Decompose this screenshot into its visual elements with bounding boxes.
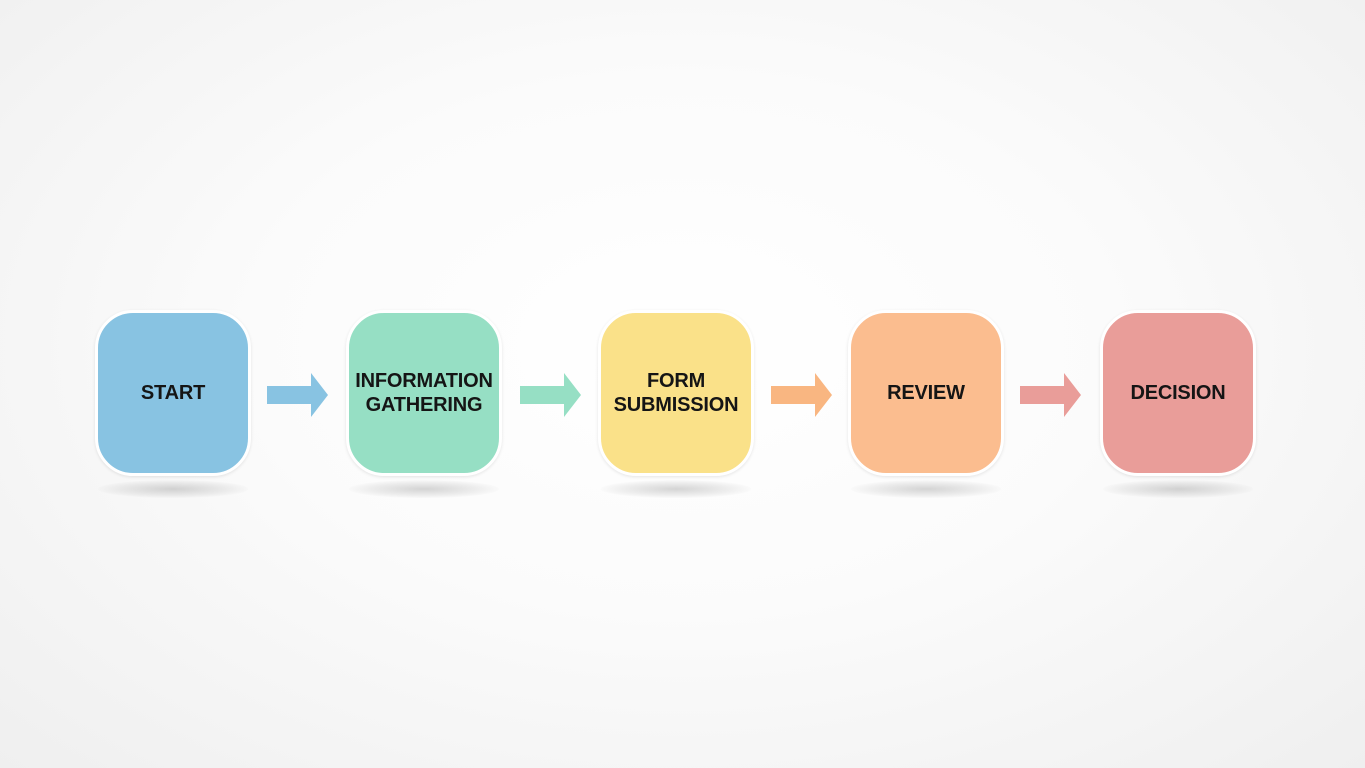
step-start-label: START: [140, 382, 206, 404]
step-form-submission: FORM SUBMISSION: [598, 310, 754, 476]
step-review-shadow: [851, 480, 1001, 498]
step-information-gathering: INFORMATION GATHERING: [346, 310, 502, 476]
step-start: START: [95, 310, 251, 476]
step-form-submission-label: FORM SUBMISSION: [613, 370, 739, 416]
step-form-submission-shadow: [601, 480, 751, 498]
step-start-shadow: [98, 480, 248, 498]
step-review: REVIEW: [848, 310, 1004, 476]
arrow-right-icon: [771, 372, 833, 418]
step-information-gathering-shadow: [349, 480, 499, 498]
step-decision-shadow: [1103, 480, 1253, 498]
step-decision: DECISION: [1100, 310, 1256, 476]
arrow-right-icon: [267, 372, 329, 418]
step-review-label: REVIEW: [887, 382, 965, 404]
step-decision-label: DECISION: [1130, 382, 1226, 404]
arrow-right-icon: [520, 372, 582, 418]
step-information-gathering-label: INFORMATION GATHERING: [355, 370, 493, 416]
arrow-right-icon: [1020, 372, 1082, 418]
